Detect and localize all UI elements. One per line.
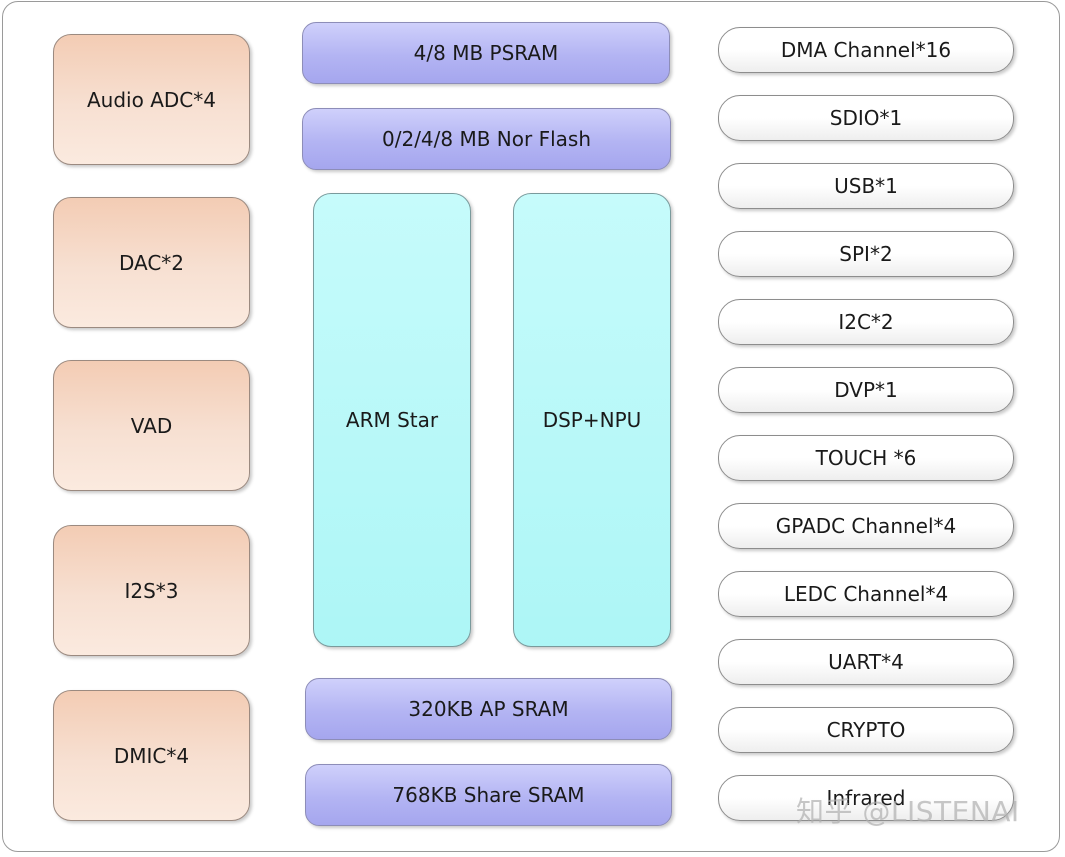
block-sdio: SDIO*1 [718, 95, 1014, 141]
block-dsp-npu: DSP+NPU [513, 193, 671, 647]
block-i2s: I2S*3 [53, 525, 250, 656]
block-audio-adc: Audio ADC*4 [53, 34, 250, 165]
block-gpadc: GPADC Channel*4 [718, 503, 1014, 549]
block-vad: VAD [53, 360, 250, 491]
block-touch: TOUCH *6 [718, 435, 1014, 481]
block-dvp: DVP*1 [718, 367, 1014, 413]
block-infrared: Infrared [718, 775, 1014, 821]
block-uart: UART*4 [718, 639, 1014, 685]
block-dac: DAC*2 [53, 197, 250, 328]
block-arm-star: ARM Star [313, 193, 471, 647]
block-psram: 4/8 MB PSRAM [302, 22, 670, 84]
block-crypto: CRYPTO [718, 707, 1014, 753]
block-i2c: I2C*2 [718, 299, 1014, 345]
block-dma: DMA Channel*16 [718, 27, 1014, 73]
block-share-sram: 768KB Share SRAM [305, 764, 672, 826]
block-usb: USB*1 [718, 163, 1014, 209]
block-ledc: LEDC Channel*4 [718, 571, 1014, 617]
block-spi: SPI*2 [718, 231, 1014, 277]
block-nor-flash: 0/2/4/8 MB Nor Flash [302, 108, 671, 170]
block-dmic: DMIC*4 [53, 690, 250, 821]
block-ap-sram: 320KB AP SRAM [305, 678, 672, 740]
